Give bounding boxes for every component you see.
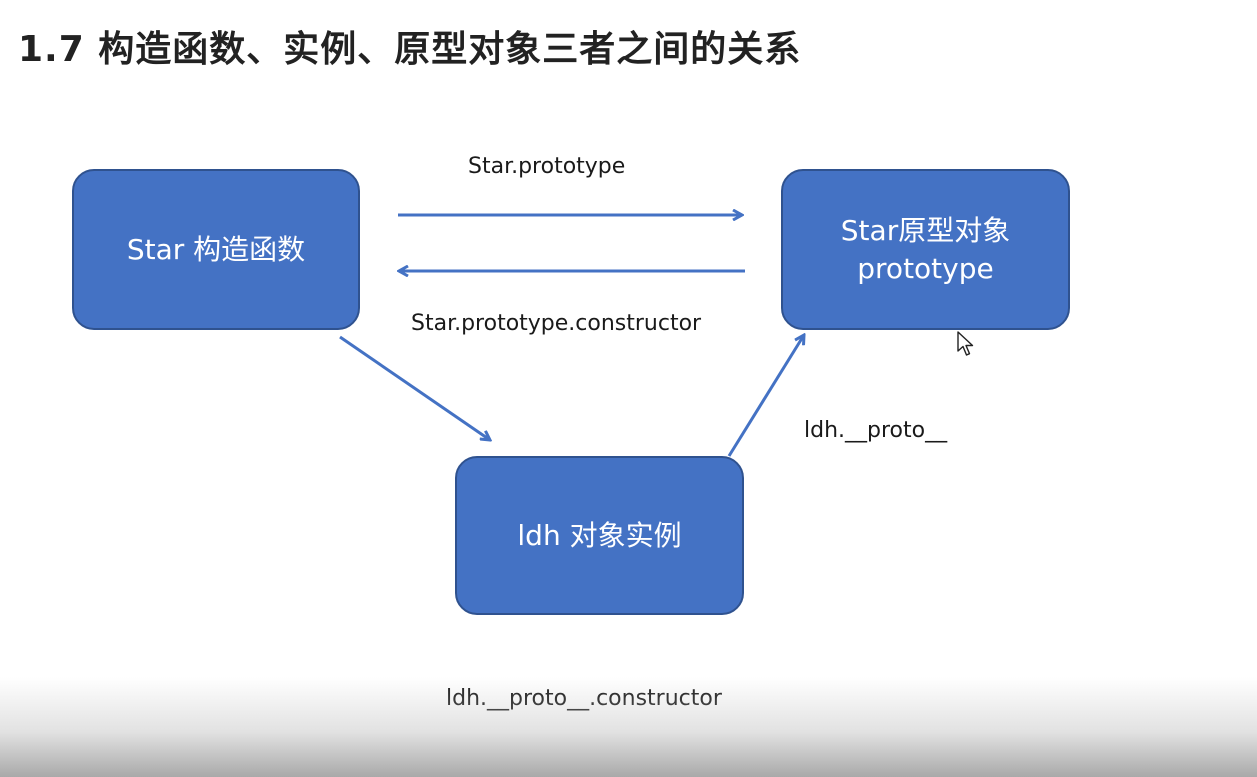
constructor-node-label: Star 构造函数 [126,232,306,266]
arrow-cursor-icon [957,331,975,361]
edge-label-ldh-proto-constructor: ldh.__proto__.constructor [446,686,722,711]
constructor-node: Star 构造函数 [72,169,360,330]
prototype-node-label-line1: Star原型对象 [840,213,1011,247]
edge-label-ldh-proto: ldh.__proto__ [804,418,948,443]
edge-label-star-prototype: Star.prototype [468,154,626,179]
instance-node: ldh 对象实例 [455,456,744,615]
instance-node-label: ldh 对象实例 [517,518,682,552]
edge-label-prototype-constructor: Star.prototype.constructor [411,311,702,336]
slide-title: 1.7 构造函数、实例、原型对象三者之间的关系 [18,29,802,70]
arrow-constructor-to-instance [339,335,490,440]
prototype-node: Star原型对象 prototype [781,169,1070,330]
arrow-instance-to-prototype [727,335,804,457]
prototype-node-label-line2: prototype [857,251,994,285]
